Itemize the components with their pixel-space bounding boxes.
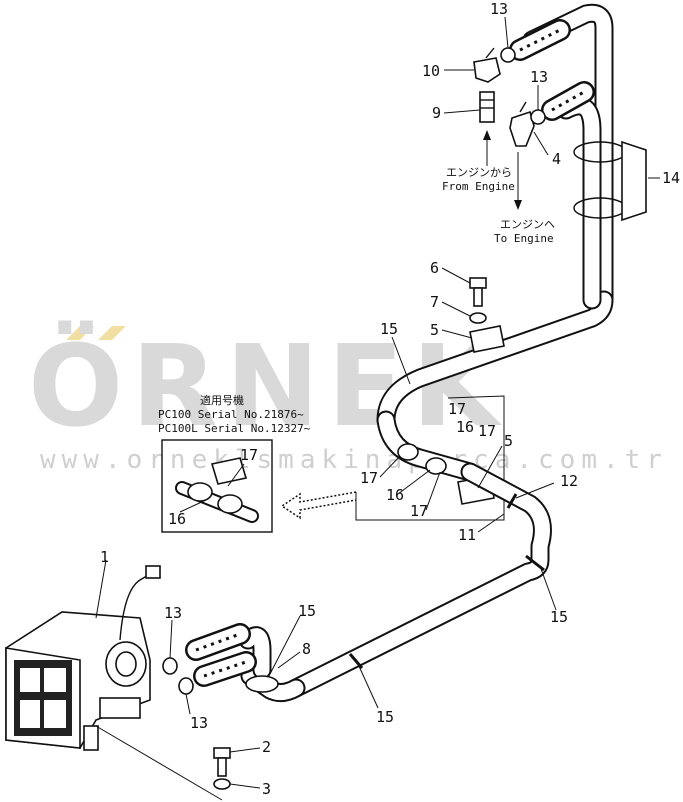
callout-13-lower-bottom: 13 [190,714,208,732]
to-engine-en: To Engine [494,232,554,245]
callout-14: 14 [662,169,680,187]
callout-9: 9 [432,104,441,122]
callout-3: 3 [262,780,271,798]
callout-17-left: 17 [360,469,378,487]
callout-13-top: 13 [490,0,508,18]
callout-16-top: 16 [456,418,474,436]
callout-15-upper: 15 [380,320,398,338]
callout-15-right: 15 [550,608,568,626]
bolt-and-washer-lower [95,725,231,801]
callout-6: 6 [430,259,439,277]
callout-17-top: 17 [448,400,466,418]
flow-notes: エンジンから From Engine エンジンヘ To Engine [442,166,555,245]
callout-7: 7 [430,293,439,311]
callout-4: 4 [552,150,561,168]
heater-unit [5,565,161,751]
callout-15-bottom: 15 [376,708,394,726]
lower-pipe-assembly [238,462,552,703]
callout-5-mid: 5 [504,432,513,450]
clamp-bracket [573,140,647,222]
from-engine-jp: エンジンから [446,166,512,179]
watermark: ÖRNEK www.orneklsmakinaparca.com.tr [28,321,668,475]
callout-13-lower-top: 13 [164,604,182,622]
serial-detail: 適用号機 PC100 Serial No.21876~ PC100L Seria… [158,393,357,533]
callout-17-bottom: 17 [410,502,428,520]
callout-17-right: 17 [478,422,496,440]
detail-frame [161,439,273,533]
callout-2: 2 [262,738,271,756]
callout-12: 12 [560,472,578,490]
lower-hoses [185,623,279,693]
band-clamps-mid [397,443,495,505]
flow-arrows [483,130,522,210]
leader-lines [95,16,660,789]
serial-heading: 適用号機 [200,393,244,407]
watermark-accent-left [66,326,94,340]
callout-numbers: 13 10 13 9 4 14 6 7 5 15 17 16 17 5 17 1… [100,0,680,798]
callout-11: 11 [458,526,476,544]
callout-8: 8 [302,640,311,658]
detail-arrow [280,491,357,520]
from-engine-en: From Engine [442,180,515,193]
serial-line-1: PC100 Serial No.21876~ [158,408,304,421]
callout-13-right: 13 [530,68,548,86]
callout-10: 10 [422,62,440,80]
top-hoses [509,19,595,121]
to-engine-jp: エンジンヘ [500,218,555,231]
washer-13-lower [162,657,194,695]
callout-16-mid: 16 [386,486,404,504]
callout-17-detail: 17 [240,446,258,464]
serial-line-2: PC100L Serial No.12327~ [158,422,311,435]
callout-16-detail: 16 [168,510,186,528]
watermark-url: www.orneklsmakinaparca.com.tr [40,445,668,475]
detail-bracket [355,395,505,521]
drain-valve-assembly [473,47,535,147]
callout-15-lower: 15 [298,602,316,620]
watermark-accent-right [98,326,126,340]
bolt-and-clamp-upper [469,277,505,353]
callout-5-upper: 5 [430,321,439,339]
callout-1: 1 [100,548,109,566]
